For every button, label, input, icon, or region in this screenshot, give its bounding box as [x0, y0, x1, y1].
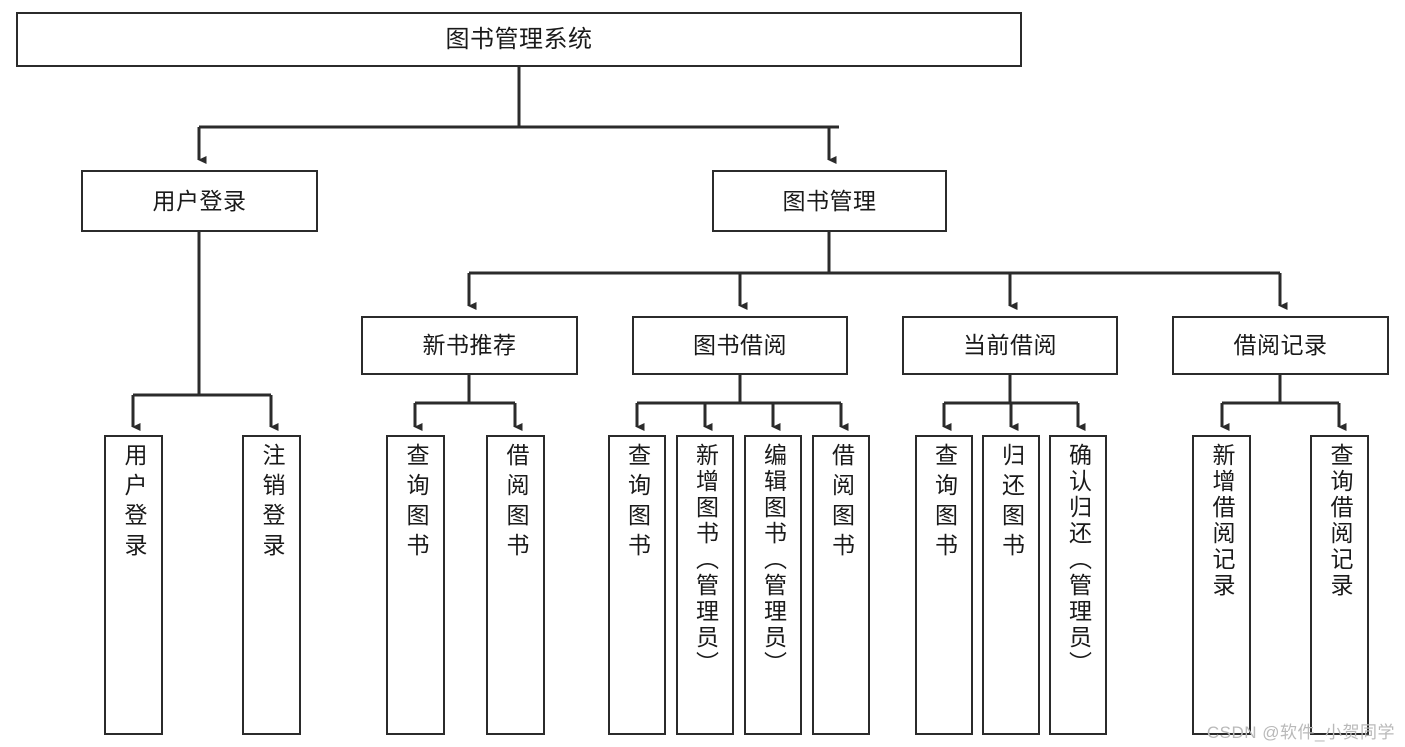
node-label: 查询借阅记录	[1327, 443, 1353, 599]
node-label: 当前借阅	[963, 332, 1057, 359]
node-label: 图书管理	[782, 187, 877, 214]
node-leaf-user-login[interactable]: 用户登录	[104, 435, 163, 735]
node-leaf-confirm-return[interactable]: 确认归还（管理员）	[1049, 435, 1107, 735]
node-leaf-query-book-3[interactable]: 查询图书	[915, 435, 973, 735]
node-label: 借阅记录	[1233, 332, 1328, 359]
node-label: 用户登录	[121, 443, 147, 563]
node-leaf-edit-book[interactable]: 编辑图书（管理员）	[744, 435, 802, 735]
node-leaf-query-book-2[interactable]: 查询图书	[608, 435, 666, 735]
node-label: 新增借阅记录	[1209, 443, 1235, 599]
node-label: 归还图书	[998, 443, 1025, 563]
node-new-book-recommend[interactable]: 新书推荐	[361, 316, 578, 375]
node-borrow-record[interactable]: 借阅记录	[1172, 316, 1389, 375]
node-label: 查询图书	[931, 443, 958, 563]
node-label: 借阅图书	[503, 443, 529, 563]
node-book-manage[interactable]: 图书管理	[712, 170, 947, 232]
node-label: 新增图书（管理员）	[692, 443, 719, 677]
node-label: 编辑图书（管理员）	[760, 443, 787, 677]
node-leaf-logout[interactable]: 注销登录	[242, 435, 301, 735]
node-label: 注销登录	[259, 443, 285, 563]
node-label: 查询图书	[624, 443, 651, 563]
node-root-system[interactable]: 图书管理系统	[16, 12, 1022, 67]
node-label: 查询图书	[403, 443, 429, 563]
node-leaf-query-record[interactable]: 查询借阅记录	[1310, 435, 1369, 735]
node-label: 用户登录	[152, 187, 247, 214]
node-current-borrow[interactable]: 当前借阅	[902, 316, 1118, 375]
node-leaf-add-book[interactable]: 新增图书（管理员）	[676, 435, 734, 735]
node-label: 新书推荐	[422, 332, 517, 359]
csdn-watermark: CSDN @软件_小贺同学	[1206, 723, 1395, 742]
node-leaf-return-book[interactable]: 归还图书	[982, 435, 1040, 735]
node-label: 图书管理系统	[445, 25, 593, 53]
node-leaf-borrow-book-1[interactable]: 借阅图书	[486, 435, 545, 735]
node-leaf-query-book-1[interactable]: 查询图书	[386, 435, 445, 735]
node-label: 确认归还（管理员）	[1065, 443, 1092, 677]
node-leaf-borrow-book-2[interactable]: 借阅图书	[812, 435, 870, 735]
node-book-borrow[interactable]: 图书借阅	[632, 316, 848, 375]
node-user-login[interactable]: 用户登录	[81, 170, 318, 232]
node-leaf-add-record[interactable]: 新增借阅记录	[1192, 435, 1251, 735]
node-label: 借阅图书	[828, 443, 855, 563]
node-label: 图书借阅	[693, 332, 787, 359]
